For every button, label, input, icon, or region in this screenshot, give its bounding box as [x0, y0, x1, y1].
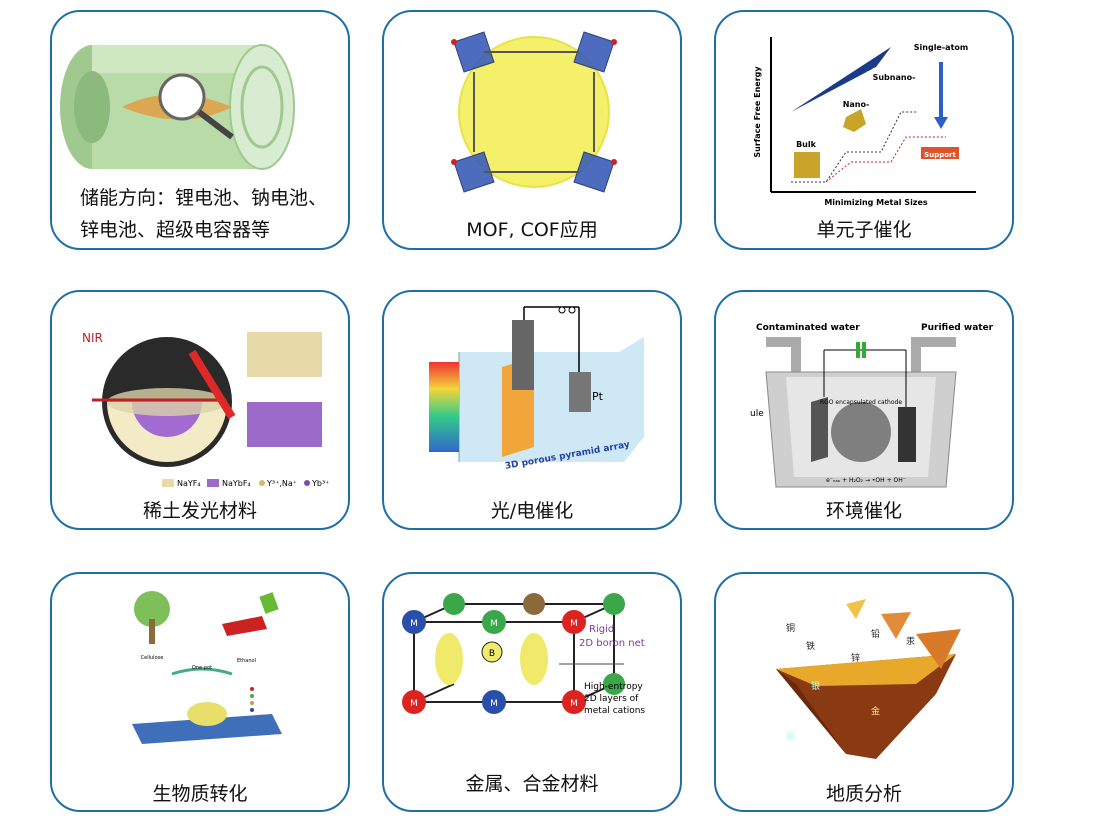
battery-illustration: [60, 44, 295, 170]
mineral-cube-illustration: 铜 铁 铅 汞 锌 银 金 铝: [776, 599, 961, 759]
metal-atom-label: M: [570, 619, 578, 629]
metal-atom-label: M: [410, 699, 418, 709]
equation-label: e⁻ₙₐₒ + H₂O₂ → •OH + OH⁻: [826, 477, 906, 484]
single-atom-label: Single-atom: [914, 43, 968, 52]
lattice-top: [247, 332, 322, 377]
card-energy-storage[interactable]: 储能方向：锂电池、钠电池、 锌电池、超级电容器等: [50, 10, 350, 250]
card-caption: 稀土发光材料: [142, 500, 257, 522]
glyph-copper: 铜: [786, 622, 795, 634]
card-biomass-conversion[interactable]: Cellulose Ethanol One-pot 生物质转化: [50, 572, 350, 812]
cellulose-label: Cellulose: [141, 655, 164, 661]
boron-atom-label: B: [489, 649, 495, 659]
electrochem-cell-illustration: Pt 3D porous pyramid array: [429, 306, 644, 472]
card-photo-electro-catalysis[interactable]: Pt 3D porous pyramid array 光/电催化: [382, 290, 682, 530]
mof-framework-illustration: [451, 31, 617, 193]
glyph-silver: 银: [811, 680, 820, 692]
card-single-atom-catalysis[interactable]: Surface Free Energy Minimizing Metal Siz…: [714, 10, 1014, 250]
biomass-illustration: Cellulose Ethanol One-pot: [132, 591, 282, 744]
card-caption-line1: 储能方向：锂电池、钠电池、: [80, 187, 328, 209]
rigid-label-line2: 2D boron net: [579, 638, 645, 649]
card-caption: MOF, COF应用: [466, 219, 598, 241]
glyph-mercury: 汞: [906, 636, 915, 647]
x-axis-label: Minimizing Metal Sizes: [824, 198, 928, 207]
card-caption: 生物质转化: [152, 783, 248, 805]
cathode-label: RGO encapsulated cathode: [820, 399, 902, 406]
glyph-iron: 铁: [806, 640, 815, 652]
glyph-gold: 金: [871, 705, 880, 717]
card-metal-alloy[interactable]: B M M M M M M Rigid 2D boron net High-en…: [382, 572, 682, 812]
pt-label: Pt: [592, 390, 604, 403]
legend-naybf4: NaYbF₄: [222, 479, 251, 488]
legend-yb: Yb³⁺: [311, 479, 329, 488]
ethanol-label: Ethanol: [237, 658, 256, 664]
purified-water-label: Purified water: [921, 323, 994, 333]
legend-y-na: Y³⁺,Na⁺: [266, 479, 297, 488]
he-label-line3: metal cations: [584, 706, 645, 716]
water-treatment-illustration: Contaminated water Purified water ule RG…: [750, 323, 994, 488]
card-geological-analysis[interactable]: 铜 铁 铅 汞 锌 银 金 铝 地质分析: [714, 572, 1014, 812]
bulk-label: Bulk: [796, 140, 817, 149]
card-rare-earth-luminescence[interactable]: NIR NaYF₄ NaYbF₄ Y³⁺,Na⁺ Yb³⁺ 稀土发光材料: [50, 290, 350, 530]
card-caption-line2: 锌电池、超级电容器等: [80, 219, 271, 241]
card-caption: 环境催化: [825, 500, 902, 522]
card-environmental-catalysis[interactable]: Contaminated water Purified water ule RG…: [714, 290, 1014, 530]
contaminated-water-label: Contaminated water: [756, 323, 860, 333]
card-caption: 光/电催化: [490, 500, 574, 522]
nir-label: NIR: [82, 331, 103, 345]
metal-atom-label: M: [570, 699, 578, 709]
glyph-zinc: 锌: [851, 652, 860, 664]
y-axis-label: Surface Free Energy: [753, 66, 762, 158]
support-label: Support: [924, 151, 956, 159]
card-caption: 金属、合金材料: [465, 773, 599, 795]
metal-atom-label: M: [490, 699, 498, 709]
glyph-lead: 铅: [871, 628, 880, 640]
upconversion-illustration: NIR NaYF₄ NaYbF₄ Y³⁺,Na⁺ Yb³⁺: [82, 331, 329, 488]
subnano-label: Subnano-: [873, 73, 916, 82]
side-label: ule: [750, 409, 764, 419]
onepot-label: One-pot: [192, 665, 212, 671]
he-label-line1: High-entropy: [584, 682, 643, 692]
legend-nayf4: NaYF₄: [177, 479, 201, 488]
rigid-label-line1: Rigid: [589, 624, 614, 635]
metal-atom-label: M: [410, 619, 418, 629]
metal-atom-label: M: [490, 619, 498, 629]
he-label-line2: 2D layers of: [584, 694, 639, 704]
nano-label: Nano-: [843, 100, 870, 109]
card-mof-cof[interactable]: MOF, COF应用: [382, 10, 682, 250]
card-caption: 单元子催化: [816, 219, 912, 241]
card-caption: 地质分析: [825, 783, 902, 805]
lattice-bottom: [247, 402, 322, 447]
high-entropy-lattice-illustration: B M M M M M M Rigid 2D boron net High-en…: [402, 593, 645, 716]
glyph-aluminium: 铝: [786, 730, 795, 742]
energy-diagram-illustration: Surface Free Energy Minimizing Metal Siz…: [753, 37, 976, 207]
arrow-label: Specific Activity: [825, 63, 885, 103]
